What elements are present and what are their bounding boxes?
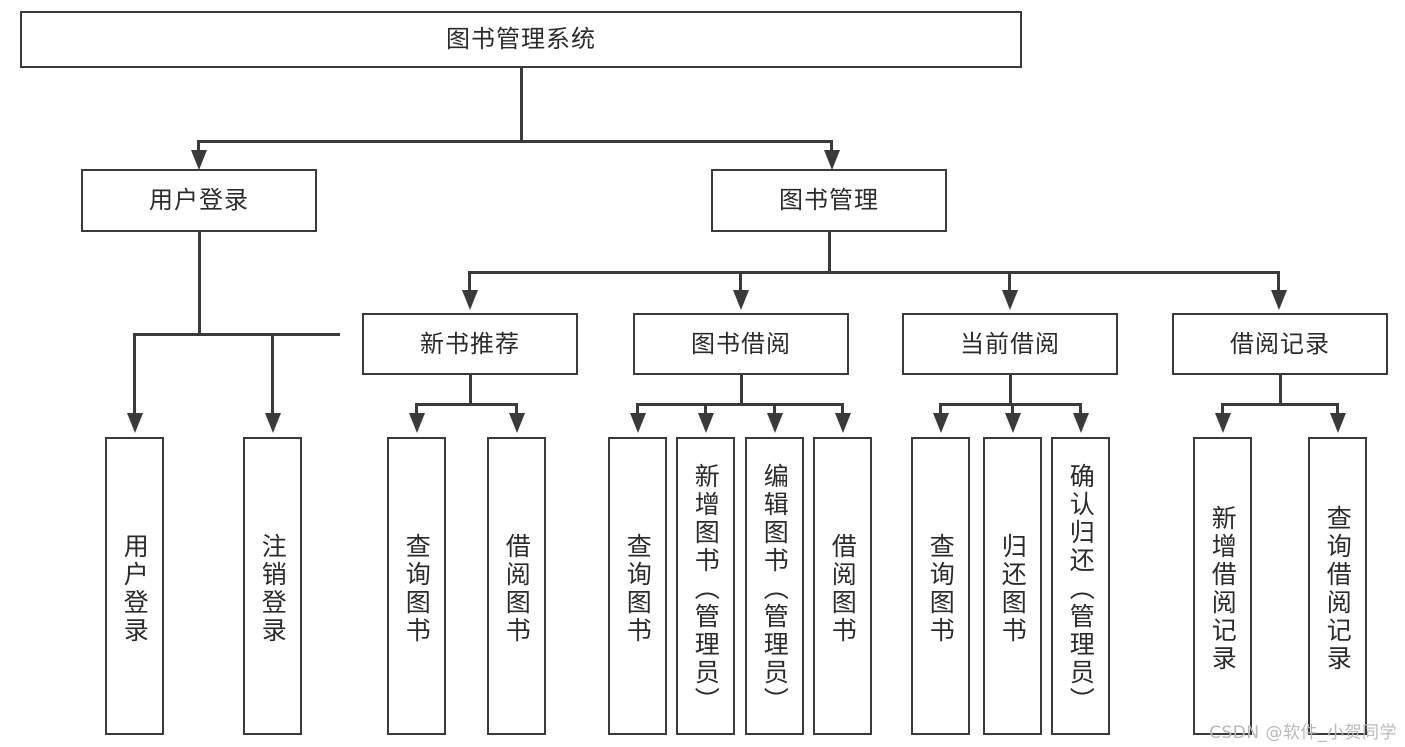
leaf-label: 归还图书 [998, 533, 1028, 645]
arrow-to-leaf-query-book-3 [932, 413, 949, 433]
leaf-label: 查询借阅记录 [1323, 505, 1353, 673]
connector-userlogin-drop-2 [271, 333, 274, 415]
connector-root-stem [519, 68, 523, 142]
node-label: 新书推荐 [420, 329, 520, 358]
arrow-to-leaf-logout [264, 413, 281, 433]
node-book-management[interactable]: 图书管理 [711, 169, 947, 232]
connector-borrow-drop-4 [841, 403, 844, 415]
leaf-add-book-admin[interactable]: 新增图书（管理员） [676, 437, 735, 735]
connector-record-drop-2 [1336, 403, 1339, 415]
leaf-label: 注销登录 [258, 533, 288, 645]
connector-recommend-bus [415, 403, 518, 406]
connector-borrow-drop-3 [773, 403, 776, 415]
node-borrow-record[interactable]: 借阅记录 [1172, 313, 1388, 375]
node-root[interactable]: 图书管理系统 [20, 11, 1022, 68]
leaf-label: 借阅图书 [828, 533, 858, 645]
arrow-to-user-login [190, 150, 207, 170]
connector-userlogin-stem [197, 232, 201, 336]
leaf-user-login[interactable]: 用户登录 [105, 437, 164, 735]
connector-current-drop-2 [1011, 403, 1014, 415]
connector-bookmanage-bus [468, 271, 1280, 274]
connector-root-drop-right [830, 140, 833, 157]
leaf-edit-book-admin[interactable]: 编辑图书（管理员） [745, 437, 804, 735]
leaf-label: 新增借阅记录 [1208, 505, 1238, 673]
arrow-to-book-borrow [732, 290, 749, 310]
connector-record-drop-1 [1221, 403, 1224, 415]
connector-borrow-drop-2 [704, 403, 707, 415]
node-label: 图书借阅 [691, 329, 791, 358]
leaf-confirm-return-admin[interactable]: 确认归还（管理员） [1051, 437, 1110, 735]
arrow-to-leaf-query-book-1 [408, 413, 425, 433]
leaf-label: 新增图书（管理员） [691, 463, 721, 715]
connector-borrow-stem [739, 375, 743, 405]
connector-l3-drop-4 [1277, 271, 1280, 291]
arrow-to-leaf-user-login [126, 413, 143, 433]
leaf-query-borrow-record[interactable]: 查询借阅记录 [1308, 437, 1367, 735]
node-label: 用户登录 [149, 186, 249, 215]
connector-recommend-drop-2 [515, 403, 518, 415]
arrow-to-leaf-borrow-book-1 [508, 413, 525, 433]
leaf-label: 查询图书 [402, 533, 432, 645]
connector-root-bus [197, 140, 833, 143]
connector-recommend-drop-1 [415, 403, 418, 415]
arrow-to-leaf-return-book [1004, 413, 1021, 433]
connector-current-bus [939, 403, 1081, 406]
connector-l3-drop-1 [468, 271, 471, 291]
leaf-borrow-book-recommend[interactable]: 借阅图书 [487, 437, 546, 735]
leaf-label: 用户登录 [120, 533, 150, 645]
connector-record-bus [1221, 403, 1337, 406]
leaf-label: 查询图书 [623, 533, 653, 645]
leaf-label: 查询图书 [926, 533, 956, 645]
arrow-to-leaf-add-record [1214, 413, 1231, 433]
leaf-query-book-recommend[interactable]: 查询图书 [387, 437, 446, 735]
arrow-to-new-book-recommend [461, 290, 478, 310]
leaf-label: 编辑图书（管理员） [760, 463, 790, 715]
leaf-query-book-current[interactable]: 查询图书 [911, 437, 970, 735]
connector-current-drop-3 [1079, 403, 1082, 415]
arrow-to-borrow-record [1270, 290, 1287, 310]
connector-borrow-bus [636, 403, 843, 406]
connector-current-stem [1008, 375, 1012, 405]
connector-root-drop-left [197, 140, 200, 157]
leaf-return-book[interactable]: 归还图书 [983, 437, 1042, 735]
connector-current-drop-1 [939, 403, 942, 415]
connector-l3-drop-3 [1008, 271, 1011, 291]
leaf-label: 确认归还（管理员） [1066, 463, 1096, 715]
node-label: 借阅记录 [1230, 329, 1330, 358]
node-label: 图书管理 [779, 186, 879, 215]
leaf-query-book-borrow[interactable]: 查询图书 [608, 437, 667, 735]
arrow-to-leaf-add-book [697, 413, 714, 433]
connector-l3-drop-2 [739, 271, 742, 291]
arrow-to-leaf-borrow-book-2 [834, 413, 851, 433]
connector-bookmanage-stem [827, 232, 831, 274]
arrow-to-leaf-query-record [1329, 413, 1346, 433]
node-current-borrow[interactable]: 当前借阅 [902, 313, 1118, 375]
arrow-to-current-borrow [1001, 290, 1018, 310]
arrow-to-leaf-edit-book [766, 413, 783, 433]
arrow-to-book-manage [823, 150, 840, 170]
arrow-to-leaf-confirm-return [1072, 413, 1089, 433]
node-book-borrow[interactable]: 图书借阅 [633, 313, 849, 375]
connector-borrow-drop-1 [636, 403, 639, 415]
node-user-login[interactable]: 用户登录 [81, 169, 317, 232]
leaf-label: 借阅图书 [502, 533, 532, 645]
connector-record-stem [1278, 375, 1282, 405]
connector-recommend-stem [468, 375, 472, 405]
connector-userlogin-bus [133, 333, 340, 336]
leaf-add-borrow-record[interactable]: 新增借阅记录 [1193, 437, 1252, 735]
watermark: CSDN @软件_小贺同学 [1209, 723, 1397, 743]
leaf-borrow-book[interactable]: 借阅图书 [813, 437, 872, 735]
node-label: 图书管理系统 [446, 25, 596, 54]
leaf-logout[interactable]: 注销登录 [243, 437, 302, 735]
node-new-book-recommend[interactable]: 新书推荐 [362, 313, 578, 375]
arrow-to-leaf-query-book-2 [629, 413, 646, 433]
connector-userlogin-drop-1 [133, 333, 136, 415]
node-label: 当前借阅 [960, 329, 1060, 358]
